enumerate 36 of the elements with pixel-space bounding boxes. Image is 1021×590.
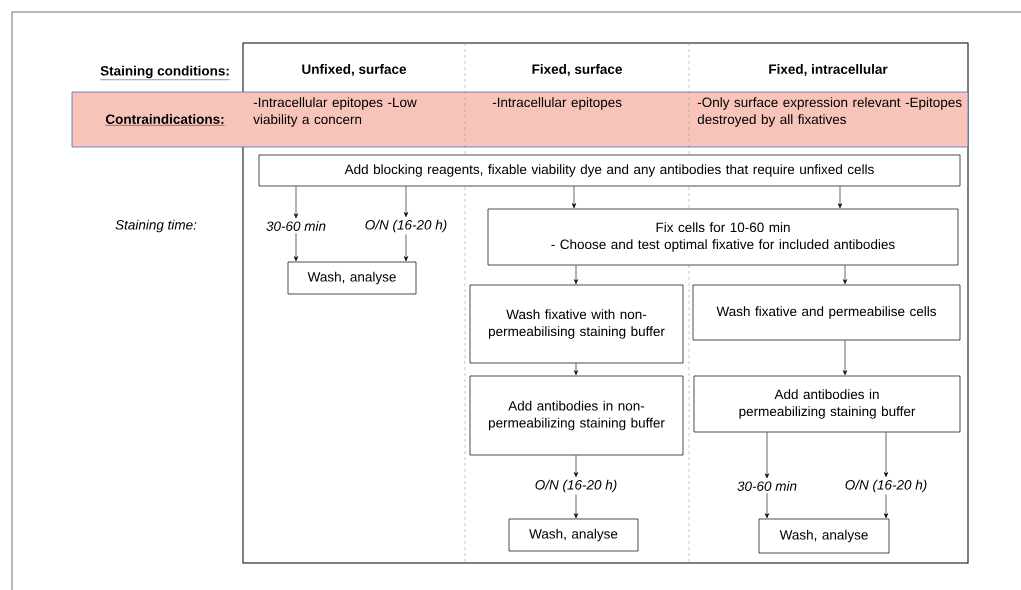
process-box: Wash, analyse (287, 261, 417, 295)
arrow (403, 234, 409, 262)
column-heading: Fixed, surface (532, 64, 622, 76)
row-heading: Staining conditions: (99, 65, 231, 80)
time-label: 30-60 min (737, 481, 797, 491)
time-label: O/N (16-20 h) (365, 219, 447, 233)
arrow (842, 340, 848, 376)
process-box: Add antibodies in non-permeabilizing staining buffer (469, 375, 684, 456)
arrow (837, 186, 843, 209)
arrow (883, 432, 889, 478)
column-heading: Unfixed, surface (302, 64, 407, 76)
arrow (573, 494, 579, 519)
time-label: O/N (16-20 h) (845, 479, 927, 493)
arrow (293, 186, 299, 219)
process-box: Wash fixative and permeabilise cells (692, 284, 961, 341)
arrow (403, 186, 409, 218)
arrow (573, 363, 579, 376)
arrow (764, 492, 770, 519)
process-box: Wash, analyse (508, 518, 639, 552)
process-box: Fix cells for 10-60 min - Choose and test optimal fixative for included antibodies (487, 208, 959, 266)
arrow (842, 265, 848, 285)
arrow (293, 232, 299, 262)
process-box: Add antibodies in permeabilizing staining buffer (693, 375, 961, 433)
arrow (573, 265, 579, 285)
arrow (573, 455, 579, 478)
process-box: Wash fixative with non-permeabilising staining buffer (469, 284, 684, 364)
row-heading: Staining time: (115, 219, 197, 233)
arrow (764, 432, 770, 479)
process-box: Add blocking reagents, fixable viability dye and any antibodies that require unfixed cells (258, 154, 961, 187)
arrow (883, 494, 889, 519)
time-label: 30-60 min (266, 221, 326, 231)
arrow (571, 186, 577, 209)
process-box: Wash, analyse (758, 518, 890, 554)
contraindications-band: Contraindications: -Intracellular epitopes -Low viability a concern -Intracellular epitopes -Only surface expression relevant -Epitopes destroyed by all fixatives (71, 91, 969, 148)
time-label: O/N (16-20 h) (535, 479, 617, 493)
column-heading: Fixed, intracellular (769, 64, 888, 76)
